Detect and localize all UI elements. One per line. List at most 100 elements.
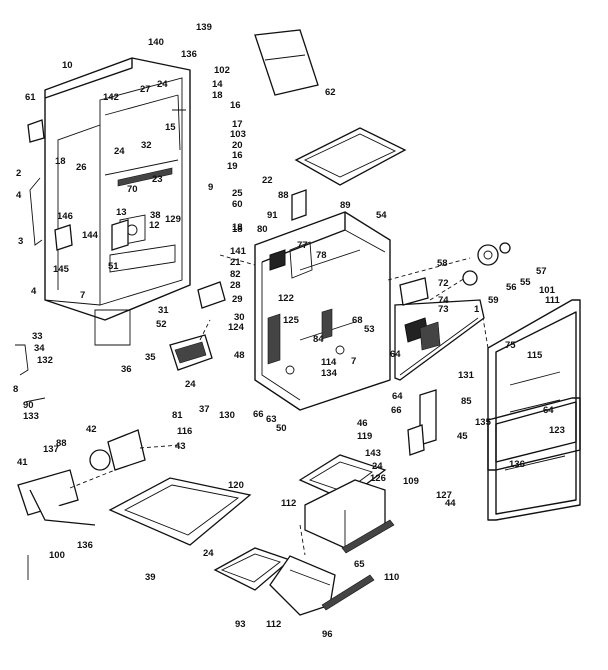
callout-24: 24 (114, 146, 125, 157)
callout-64: 64 (392, 391, 403, 402)
callout-139: 139 (196, 22, 212, 33)
callout-22: 22 (262, 175, 273, 186)
callout-100: 100 (49, 550, 65, 561)
callout-73: 73 (438, 304, 449, 315)
callout-44: 44 (445, 498, 456, 509)
callout-90: 90 (23, 400, 34, 411)
callout-42: 42 (86, 424, 97, 435)
callout-24: 24 (372, 461, 383, 472)
callout-85: 85 (461, 396, 472, 407)
callout-35: 35 (145, 352, 156, 363)
callout-31: 31 (158, 305, 169, 316)
callout-127: 127 (436, 490, 452, 501)
callout-24: 24 (185, 379, 196, 390)
callout-50: 50 (276, 423, 287, 434)
callout-136: 136 (181, 49, 197, 60)
callout-132: 132 (37, 355, 53, 366)
callout-26: 26 (76, 162, 87, 173)
callout-102: 102 (214, 65, 230, 76)
callout-131: 131 (458, 370, 475, 381)
callout-18: 18 (232, 222, 243, 233)
callout-51: 51 (108, 261, 119, 272)
callout-136: 136 (509, 459, 525, 470)
callout-54: 54 (376, 210, 387, 221)
callout-18: 18 (232, 224, 243, 235)
callout-140: 140 (148, 37, 164, 48)
callout-114: 114 (321, 357, 337, 368)
callout-109: 109 (403, 476, 419, 487)
callout-13: 13 (116, 207, 127, 218)
callout-12: 12 (149, 220, 160, 231)
callout-14: 14 (212, 79, 223, 90)
callout-19: 19 (227, 161, 238, 172)
callout-82: 82 (230, 269, 241, 280)
callout-4: 4 (16, 190, 22, 201)
callout-70: 70 (127, 184, 138, 195)
callout-134: 134 (321, 368, 338, 379)
callout-124: 124 (228, 322, 245, 333)
callout-21: 21 (230, 257, 241, 268)
callout-112: 112 (281, 498, 296, 509)
callout-23: 23 (152, 174, 163, 185)
callout-27: 27 (140, 84, 151, 95)
callout-77: 77 (297, 240, 308, 251)
callout-15: 15 (165, 122, 176, 133)
callout-55: 55 (520, 277, 531, 288)
callout-46: 46 (357, 418, 368, 429)
callout-62: 62 (325, 87, 336, 98)
callout-96: 96 (322, 629, 333, 640)
callout-129: 129 (165, 214, 181, 225)
callout-7: 7 (80, 290, 85, 301)
callout-120: 120 (228, 480, 244, 491)
callout-57: 57 (536, 266, 547, 277)
callout-115: 115 (527, 350, 543, 361)
callout-119: 119 (357, 431, 372, 442)
callout-18: 18 (212, 90, 223, 101)
callout-88: 88 (56, 438, 67, 449)
refrigerator-doors (479, 299, 581, 521)
callout-45: 45 (457, 431, 468, 442)
callout-24: 24 (203, 548, 214, 559)
callout-28: 28 (230, 280, 241, 291)
callout-78: 78 (316, 250, 327, 261)
callout-112: 112 (266, 619, 281, 630)
callout-143: 143 (365, 448, 381, 459)
callout-7: 7 (351, 356, 356, 367)
small-components (15, 119, 511, 580)
callout-3: 3 (18, 236, 23, 247)
callout-34: 34 (34, 343, 45, 354)
callout-146: 146 (57, 211, 73, 222)
callout-116: 116 (177, 426, 192, 437)
callout-123: 123 (549, 425, 565, 436)
callout-4: 4 (31, 286, 37, 297)
callout-38: 38 (150, 210, 161, 221)
callout-65: 65 (354, 559, 365, 570)
callout-75: 75 (505, 340, 516, 351)
callout-126: 126 (370, 473, 386, 484)
callout-88: 88 (278, 190, 289, 201)
callout-84: 84 (313, 334, 324, 345)
callout-52: 52 (156, 319, 167, 330)
callout-16: 16 (230, 100, 241, 111)
callout-41: 41 (17, 457, 28, 468)
callout-135: 135 (475, 417, 492, 428)
callout-142: 142 (103, 92, 119, 103)
callout-9: 9 (208, 182, 213, 193)
callout-68: 68 (352, 315, 363, 326)
callout-66: 66 (253, 409, 264, 420)
callout-59: 59 (488, 295, 499, 306)
callout-130: 130 (219, 410, 235, 421)
callout-66: 66 (391, 405, 402, 416)
callout-61: 61 (25, 92, 36, 103)
callout-18: 18 (55, 156, 66, 167)
callout-20: 20 (232, 140, 243, 151)
callout-32: 32 (141, 140, 152, 151)
callout-30: 30 (234, 312, 245, 323)
callout-91: 91 (267, 210, 278, 221)
callout-1: 1 (474, 304, 480, 315)
assembly-dashed-lines (69, 254, 471, 556)
callout-136: 136 (77, 540, 93, 551)
callout-48: 48 (234, 350, 245, 361)
